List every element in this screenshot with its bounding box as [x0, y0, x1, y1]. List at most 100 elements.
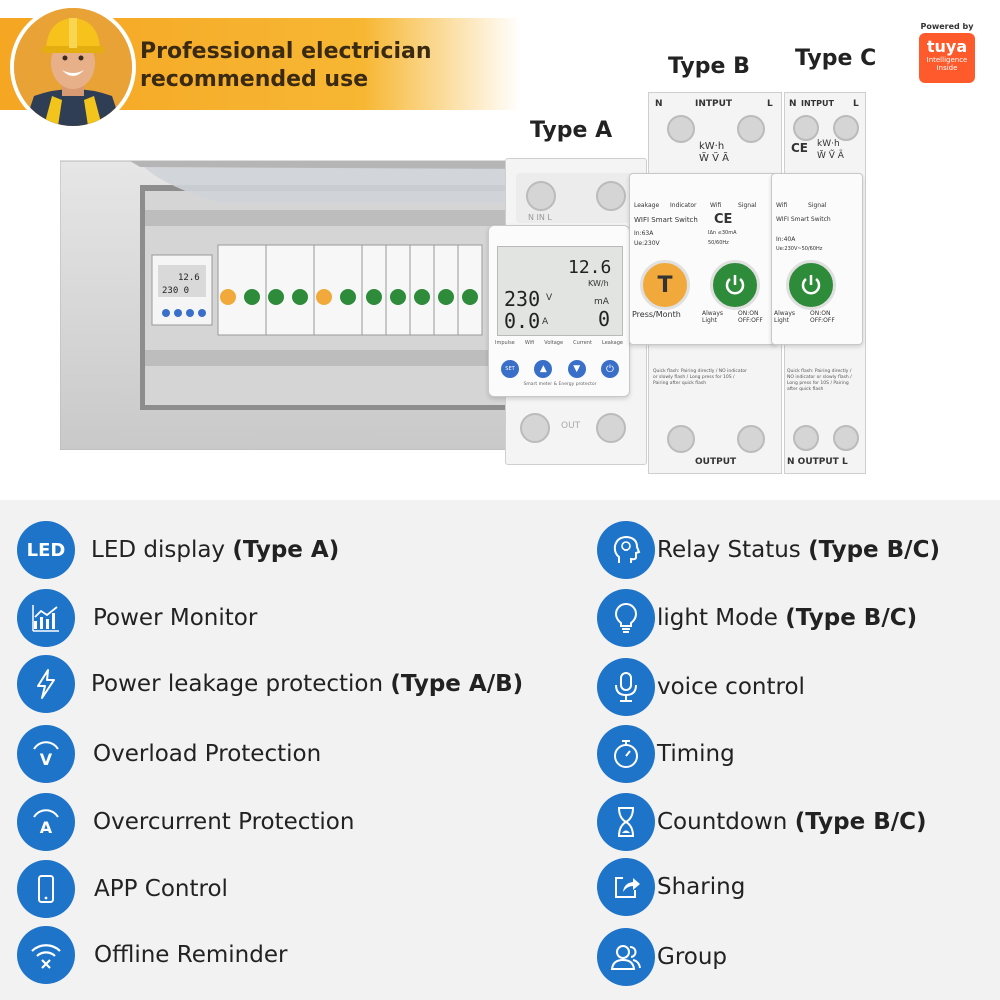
device-a-input-letters: N IN L [528, 213, 552, 222]
indicator-label: Wifi [524, 340, 535, 346]
terminal-screw-icon [793, 115, 819, 141]
feature-label: voice control [657, 674, 805, 700]
device-c-title: WIFI Smart Switch [776, 216, 831, 223]
banner-text: Professional electrician recommended use [140, 38, 500, 94]
svg-text:230 0: 230 0 [162, 286, 189, 296]
feature-item-leakage-protection: Power leakage protection (Type A/B) [17, 655, 523, 713]
voltage-unit: V [546, 293, 553, 303]
terminal-screw-icon [520, 413, 550, 443]
device-c-output-label: N OUTPUT L [787, 457, 848, 467]
set-button-label: SET [505, 366, 515, 372]
feature-label: Overcurrent Protection [93, 809, 355, 835]
feature-text: voice control [657, 674, 805, 700]
current-unit: A [542, 317, 549, 327]
device-b-leak-label: Leakage [634, 202, 660, 209]
device-b-in-rating: In:63A [634, 230, 654, 237]
device-a-out-label: OUT [561, 421, 581, 431]
feature-type-note: (Type A) [232, 537, 340, 563]
terminal-screw-icon [667, 115, 695, 143]
indicator-label: Voltage [544, 340, 564, 346]
indicator-label: Impulse [495, 340, 515, 346]
microphone-icon [597, 658, 655, 716]
device-b-ce: CE [714, 212, 733, 227]
electrician-portrait-icon [14, 8, 132, 126]
head-bulb-icon [597, 521, 655, 579]
tuya-brand: tuya [926, 37, 968, 56]
share-icon [597, 858, 655, 916]
current-value: 0.0 [504, 309, 541, 333]
power-icon [725, 275, 745, 295]
device-c-wva: W̃ Ṽ Ã [817, 151, 844, 161]
power-icon [801, 275, 821, 295]
device-b-input-label: INTPUT [695, 99, 733, 109]
device-b-ue-rating: Ue:230V [634, 240, 660, 247]
feature-text: Timing [657, 741, 735, 767]
phone-icon [17, 860, 75, 918]
feature-item-overload-protection: V Overload Protection [17, 725, 321, 783]
device-c-wifi-label: Wifi [776, 202, 788, 209]
feature-text: Sharing [657, 874, 745, 900]
device-b-on-off: ON:ON OFF:OFF [738, 310, 763, 324]
device-c-l: L [853, 99, 859, 109]
feature-text: Overcurrent Protection [93, 809, 354, 835]
device-c-instructions: Quick flash: Pairing directly / NO indic… [787, 369, 852, 392]
device-b-freq: 50/60Hz [708, 240, 729, 246]
up-arrow-icon[interactable]: ▲ [534, 360, 553, 378]
feature-text: Power leakage protection (Type A/B) [91, 671, 523, 697]
device-b-title: WIFI Smart Switch [634, 216, 698, 224]
feature-item-countdown: Countdown (Type B/C) [597, 793, 927, 851]
feature-label: Countdown [657, 809, 795, 835]
device-type-c: N INTPUT L CE kW·h W̃ Ṽ Ã Wifi Signal WI… [771, 92, 866, 474]
feature-label: Offline Reminder [94, 942, 288, 968]
device-a-lcd: 12.6 KW/h 230 V 0.0 A mA 0 [497, 246, 623, 336]
tuya-badge: tuya Intelligence Inside [919, 33, 975, 83]
device-c-input-label: INTPUT [801, 99, 834, 108]
device-c-always-light: Always Light [774, 310, 796, 324]
device-c-n: N [789, 99, 797, 109]
feature-type-note: (Type B/C) [794, 809, 927, 835]
feature-text: Overload Protection [93, 741, 321, 767]
device-b-kwh: kW·h [699, 141, 725, 152]
power-icon[interactable]: ⏻ [600, 360, 619, 378]
feature-item-voice-control: voice control [597, 658, 805, 716]
device-a-indicator-row: Impulse Wifi Voltage Current Leakage [495, 340, 623, 346]
device-c-ue-rating: Ue:230V~50/60Hz [776, 246, 823, 252]
indicator-label: Current [573, 340, 592, 346]
device-b-output-label: OUTPUT [695, 457, 737, 467]
power-button[interactable] [786, 260, 836, 310]
device-b-press-label: Press/Month [632, 310, 681, 319]
device-a-footer: Smart meter & Energy protector [523, 382, 597, 387]
ma-value: 0 [598, 307, 611, 331]
terminal-screw-icon [737, 115, 765, 143]
tuya-logo: Powered by tuya Intelligence Inside [916, 22, 978, 88]
feature-label: Timing [657, 741, 735, 767]
device-c-on-off: ON:ON OFF:OFF [810, 310, 835, 324]
device-b-wva: W̃ Ṽ Ã [699, 153, 729, 164]
set-button[interactable]: SET [501, 360, 519, 378]
device-b-indicator-label: Indicator [670, 202, 697, 209]
group-icon [597, 928, 655, 986]
tuya-sub1: Intelligence [926, 56, 968, 64]
feature-label: Relay Status [657, 537, 809, 563]
power-button[interactable] [710, 260, 760, 310]
test-button[interactable]: T [640, 260, 690, 310]
features-panel: LED LED display (Type A) Power Monitor P… [0, 500, 1000, 1000]
feature-text: light Mode (Type B/C) [657, 605, 917, 631]
device-b-always-light: Always Light [702, 310, 724, 324]
device-c-kwh: kW·h [817, 139, 840, 149]
feature-label: APP Control [94, 876, 228, 902]
down-arrow-icon[interactable]: ▼ [567, 360, 586, 378]
terminal-screw-icon [596, 413, 626, 443]
device-b-signal-label: Signal [738, 202, 757, 209]
banner-line-2: recommended use [140, 67, 369, 92]
led-icon-text: LED [26, 539, 66, 561]
type-b-label: Type B [668, 54, 750, 79]
hourglass-icon [597, 793, 655, 851]
device-c-signal-label: Signal [808, 202, 827, 209]
lightning-icon [17, 655, 75, 713]
feature-type-note: (Type A/B) [390, 671, 524, 697]
device-a-front-panel: 12.6 KW/h 230 V 0.0 A mA 0 Impulse Wifi … [488, 225, 630, 397]
type-c-label: Type C [795, 46, 877, 71]
svg-text:A: A [40, 818, 53, 837]
feature-item-power-monitor: Power Monitor [17, 589, 257, 647]
